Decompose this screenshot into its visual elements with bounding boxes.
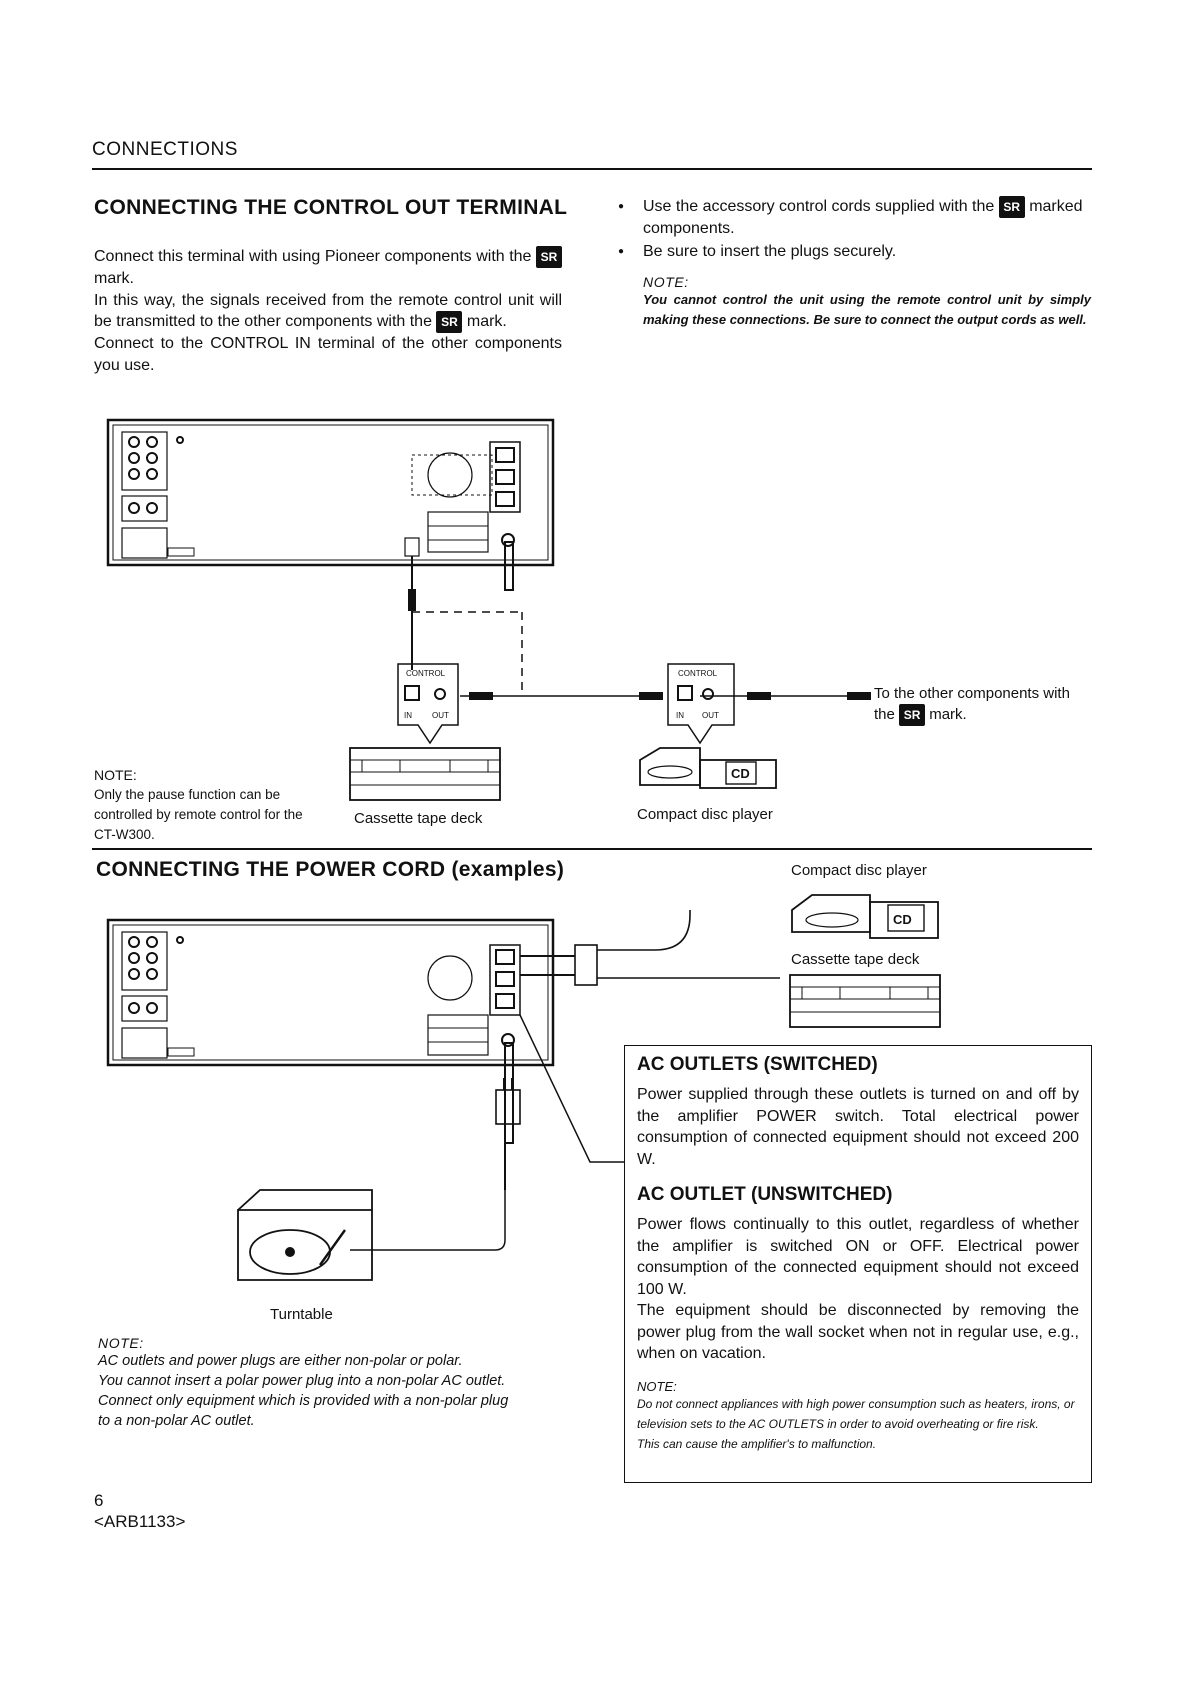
document-code: <ARB1133> [94, 1512, 186, 1531]
note-line: to a non-polar AC outlet. [98, 1413, 255, 1429]
control-out-note: NOTE: You cannot control the unit using … [643, 274, 1091, 330]
cd-player-icon [639, 747, 777, 789]
page-footer: 6 <ARB1133> [94, 1490, 185, 1532]
pause-note: NOTE: Only the pause function can be con… [94, 765, 326, 845]
ac-outlets-box: AC OUTLETS (SWITCHED) Power supplied thr… [624, 1045, 1092, 1483]
control-out-paragraph-2: In this way, the signals received from t… [94, 290, 562, 333]
control-label: CONTROL [406, 669, 446, 678]
sr-mark-icon: SR [899, 704, 926, 726]
out-label: OUT [432, 711, 449, 720]
control-out-bullets: Use the accessory control cords supplied… [618, 196, 1092, 263]
cassette-caption: Cassette tape deck [791, 951, 920, 968]
control-out-paragraph-1: Connect this terminal with using Pioneer… [94, 246, 562, 290]
other-components-label: To the other components with the SR mark… [874, 684, 1094, 726]
note-line: Connect only equipment which is provided… [98, 1393, 509, 1409]
turntable-icon [237, 1189, 373, 1281]
cd-player-icon [791, 894, 939, 939]
note-label: NOTE: [643, 274, 689, 290]
sr-mark-icon: SR [998, 196, 1025, 218]
note-text: You cannot control the unit using the re… [643, 292, 1091, 327]
unswitched-title: AC OUTLET (UNSWITCHED) [637, 1184, 893, 1205]
mid-rule [92, 848, 1092, 850]
note-line: AC outlets and power plugs are either no… [98, 1353, 463, 1369]
control-out-paragraph-3: Connect to the CONTROL IN terminal of th… [94, 335, 562, 374]
unswitched-text-1: Power flows continually to this outlet, … [637, 1216, 1079, 1298]
turntable-caption: Turntable [270, 1306, 333, 1323]
cd-label: CD [731, 766, 750, 781]
unswitched-text-2: The equipment should be disconnected by … [637, 1302, 1079, 1362]
note-label: NOTE: [94, 767, 137, 783]
sr-mark-icon: SR [536, 246, 562, 268]
control-out-title: CONNECTING THE CONTROL OUT TERMINAL [94, 196, 568, 219]
note-text-1: Do not connect appliances with high powe… [637, 1396, 1075, 1431]
in-label: IN [404, 711, 412, 720]
cassette-deck-icon [349, 747, 501, 801]
amplifier-rear-panel-icon [106, 918, 555, 1144]
control-label: CONTROL [678, 669, 718, 678]
cassette-deck-icon [789, 974, 941, 1028]
out-label: OUT [702, 711, 719, 720]
cd-label: CD [893, 912, 912, 927]
cd-caption: Compact disc player [791, 862, 927, 879]
switched-title: AC OUTLETS (SWITCHED) [637, 1054, 878, 1075]
sr-mark-icon: SR [436, 311, 463, 333]
polarity-note: NOTE: AC outlets and power plugs are eit… [98, 1335, 558, 1431]
page-number: 6 [94, 1491, 104, 1510]
note-text-2: This can cause the amplifier's to malfun… [637, 1436, 877, 1451]
note-label: NOTE: [98, 1335, 144, 1351]
switched-text: Power supplied through these outlets is … [637, 1086, 1079, 1168]
section-label: CONNECTIONS [92, 139, 238, 160]
note-label: NOTE: [637, 1378, 677, 1394]
list-item: Use the accessory control cords supplied… [618, 196, 1092, 240]
cd-caption: Compact disc player [637, 806, 773, 823]
amplifier-rear-panel-icon [106, 418, 555, 591]
control-out-body: Connect this terminal with using Pioneer… [94, 246, 562, 376]
list-item: Be sure to insert the plugs securely. [618, 241, 1092, 263]
top-rule [92, 168, 1092, 170]
in-label: IN [676, 711, 684, 720]
cassette-caption: Cassette tape deck [354, 810, 483, 827]
power-cord-title: CONNECTING THE POWER CORD (examples) [96, 858, 565, 881]
note-text: Only the pause function can be controlle… [94, 787, 303, 842]
note-line: You cannot insert a polar power plug int… [98, 1373, 506, 1389]
